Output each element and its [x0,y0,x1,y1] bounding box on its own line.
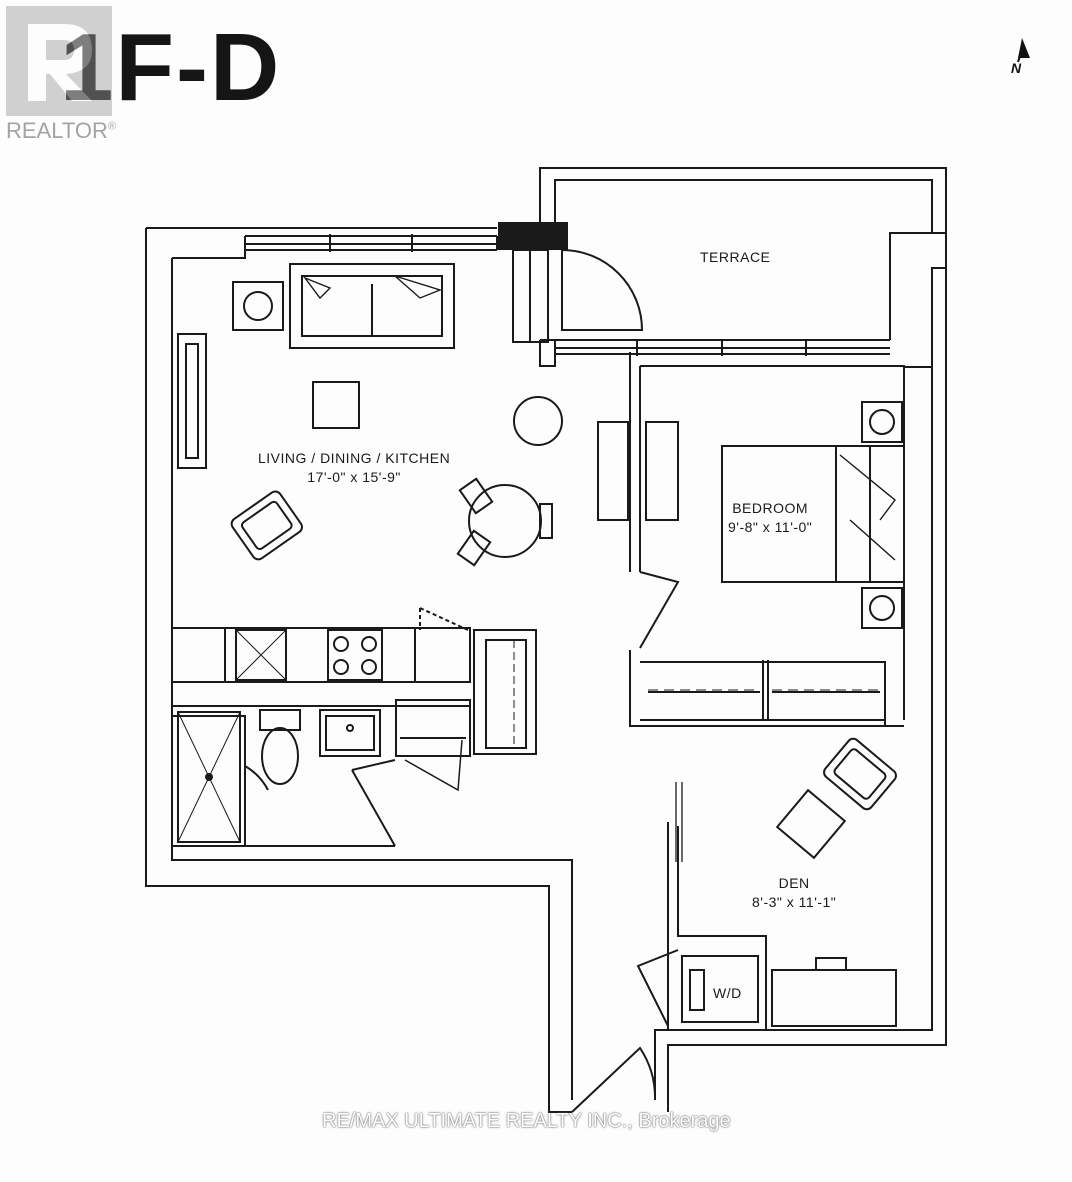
bedroom-name: BEDROOM [732,500,809,516]
vanity [319,709,381,757]
fridge [473,629,537,755]
room-label-laundry: W/D [713,984,742,1003]
living-size: 17'-0" x 15'-9" [307,468,401,485]
toilet-tank [259,709,301,731]
kitchen-counter [172,627,471,683]
round-table [513,396,563,446]
living-name: LIVING / DINING / KITCHEN [258,450,451,466]
entry-door [571,1046,657,1113]
north-label: N [1011,60,1022,76]
room-label-living: LIVING / DINING / KITCHEN 17'-0" x 15'-9… [258,449,450,487]
sink [235,629,287,681]
north-arrow-icon [1017,38,1030,63]
cooktop [327,629,383,681]
bedroom-size: 9'-8" x 11'-0" [728,518,813,535]
den-name: DEN [778,875,810,891]
brokerage-watermark: RE/MAX ULTIMATE REALTY INC., Brokerage [322,1110,731,1132]
shower [177,711,241,843]
den-chair [823,737,897,811]
dishwasher [419,607,469,631]
window-top [245,234,498,252]
realtor-watermark: REALTOR® [6,118,116,143]
closet [640,660,886,721]
nightstand-top [861,401,903,443]
washer-dryer [681,955,759,1023]
bedroom-wall [629,352,905,727]
bath-door [244,765,269,791]
bath-wall [172,705,470,847]
sofa [289,263,455,349]
lounge-chair [230,490,303,561]
exterior-wall-inner [171,236,946,1100]
exterior-wall-outer [145,227,947,1113]
laundry-name: W/D [713,985,742,1001]
room-label-terrace: TERRACE [700,248,770,267]
den-size: 8'-3" x 11'-1" [752,893,837,910]
bedroom-door [639,571,680,649]
door-swing-terrace [561,249,644,331]
linen [395,699,471,757]
den-wall [667,725,904,1030]
toilet-bowl [261,727,299,785]
nightstand-bottom [861,587,903,629]
terrace-rail [539,339,890,367]
realtor-logo-icon [6,6,112,116]
column [498,222,568,250]
bench-a [597,421,629,521]
ottoman [312,381,360,429]
room-label-bedroom: BEDROOM 9'-8" x 11'-0" [728,499,812,537]
laundry-door [636,949,679,1027]
terrace-outline [539,167,947,233]
bench-b [645,421,679,521]
terrace-door [512,249,549,343]
side-table [232,281,284,331]
desk [771,969,897,1027]
unit-title: 1F-D [60,14,282,121]
dining-table [468,484,542,558]
tv-console [177,333,207,469]
room-label-den: DEN 8'-3" x 11'-1" [752,874,836,912]
den-ottoman [775,788,847,860]
terrace-name: TERRACE [700,249,771,265]
bed [721,445,905,583]
